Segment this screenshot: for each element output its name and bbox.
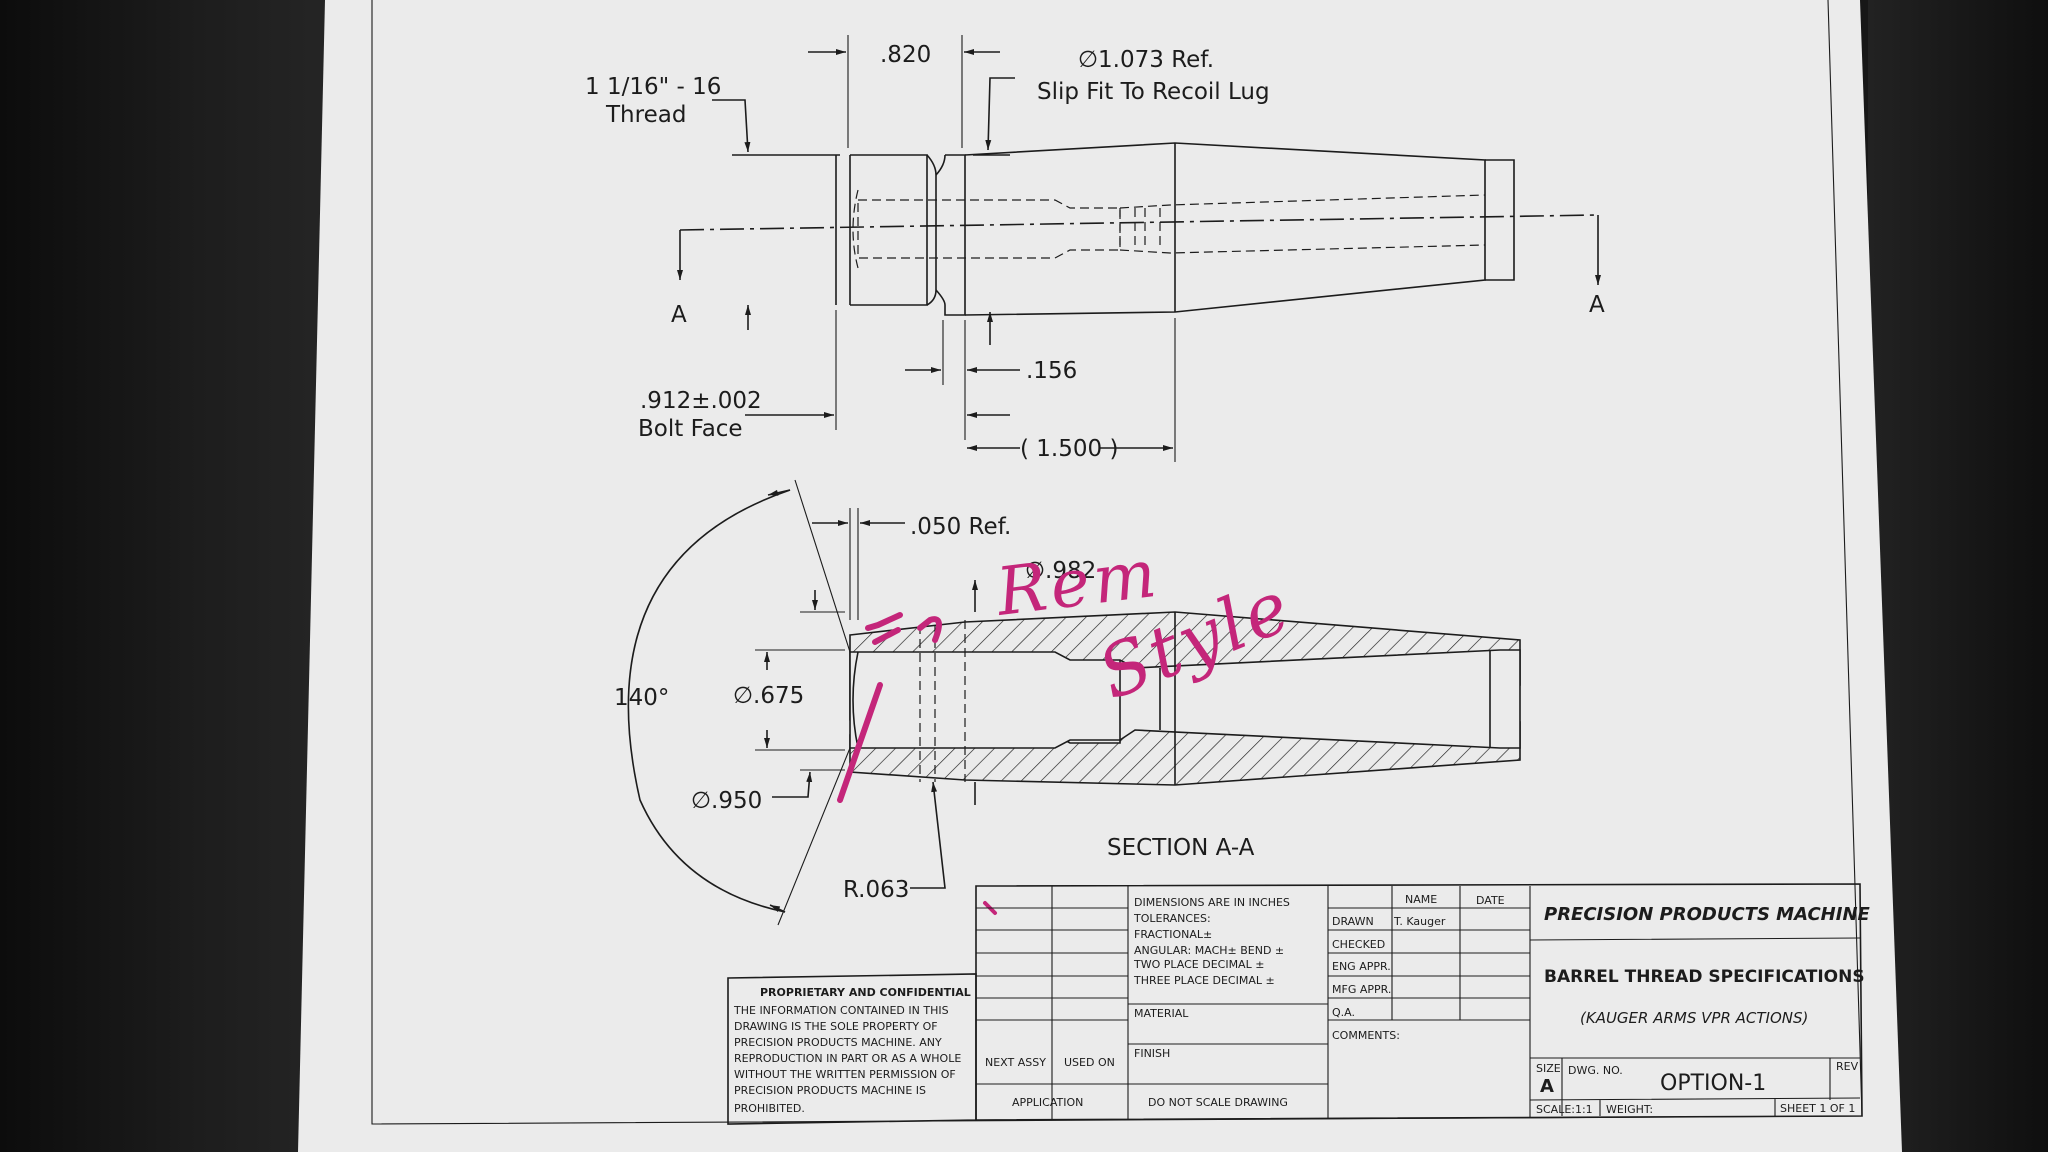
weight-label: WEIGHT: — [1606, 1103, 1653, 1116]
dim-156-label: .156 — [1026, 358, 1077, 384]
thread-label-line1: 1 1/16" - 16 — [585, 74, 721, 100]
sheet-count: SHEET 1 OF 1 — [1780, 1102, 1855, 1115]
dwg-no-label: DWG. NO. — [1568, 1064, 1623, 1077]
rev-label: REV — [1836, 1060, 1859, 1073]
section-mark-right: A — [1589, 292, 1605, 318]
dim-675-label: ∅.675 — [733, 683, 804, 709]
paper-sheet — [298, 0, 1902, 1152]
radius-063-label: R.063 — [843, 877, 909, 903]
background-left — [0, 0, 330, 1152]
mfg-approval-label: MFG APPR. — [1332, 983, 1391, 996]
company-name: PRECISION PRODUCTS MACHINE — [1544, 904, 1871, 925]
drawing-title: BARREL THREAD SPECIFICATIONS — [1544, 967, 1865, 987]
proprietary-line: REPRODUCTION IN PART OR AS A WHOLE — [734, 1052, 961, 1065]
thread-label-line2: Thread — [605, 102, 686, 128]
dim-1500-label: ( 1.500 ) — [1020, 436, 1118, 462]
sheet-size-value: A — [1540, 1076, 1554, 1097]
proprietary-box: PROPRIETARY AND CONFIDENTIAL THE INFORMA… — [727, 973, 977, 1125]
dwg-no-value: OPTION-1 — [1660, 1071, 1766, 1096]
angular-tolerance: ANGULAR: MACH± BEND ± — [1134, 944, 1284, 957]
title-block — [975, 883, 1863, 1121]
finish-label: FINISH — [1134, 1047, 1170, 1060]
top-view — [677, 35, 1601, 462]
material-label: MATERIAL — [1134, 1007, 1189, 1020]
do-not-scale-note: DO NOT SCALE DRAWING — [1148, 1096, 1288, 1109]
slip-fit-label: Slip Fit To Recoil Lug — [1037, 79, 1270, 105]
dim-982-label: ∅.982 — [1025, 558, 1096, 584]
section-mark-left: A — [671, 302, 687, 328]
dim-050-label: .050 Ref. — [910, 514, 1011, 540]
date-column-header: DATE — [1476, 894, 1505, 907]
section-title: SECTION A-A — [1107, 835, 1255, 861]
dim-820-label: .820 — [880, 42, 931, 68]
proprietary-line: PROHIBITED. — [734, 1102, 805, 1115]
two-place-tolerance: TWO PLACE DECIMAL ± — [1133, 958, 1264, 971]
section-view — [627, 479, 1521, 926]
dimensions-note: DIMENSIONS ARE IN INCHES — [1134, 896, 1290, 909]
size-label: SIZE — [1536, 1062, 1561, 1075]
proprietary-line: PRECISION PRODUCTS MACHINE IS — [734, 1084, 926, 1097]
eng-approval-label: ENG APPR. — [1332, 960, 1391, 973]
name-column-header: NAME — [1405, 893, 1437, 906]
drawn-by-name: T. Kauger — [1393, 915, 1446, 928]
scale-value: SCALE:1:1 — [1536, 1103, 1593, 1116]
checked-row-label: CHECKED — [1332, 938, 1385, 951]
application-label: APPLICATION — [1012, 1096, 1083, 1109]
background-right — [1868, 0, 2048, 1152]
proprietary-line: WITHOUT THE WRITTEN PERMISSION OF — [734, 1068, 956, 1081]
angle-140-label: 140° — [614, 685, 669, 711]
proprietary-line: THE INFORMATION CONTAINED IN THIS — [733, 1004, 949, 1017]
comments-label: COMMENTS: — [1332, 1029, 1400, 1042]
proprietary-line: PRECISION PRODUCTS MACHINE. ANY — [734, 1036, 942, 1049]
next-assy-label: NEXT ASSY — [985, 1056, 1046, 1069]
proprietary-line: DRAWING IS THE SOLE PROPERTY OF — [734, 1020, 938, 1033]
fractional-tolerance: FRACTIONAL± — [1134, 928, 1212, 941]
drawing-subtitle: (KAUGER ARMS VPR ACTIONS) — [1580, 1009, 1808, 1027]
qa-row-label: Q.A. — [1332, 1006, 1355, 1019]
dim-950-label: ∅.950 — [691, 788, 762, 814]
bolt-face-label: Bolt Face — [638, 416, 743, 442]
slip-fit-diameter-label: ∅1.073 Ref. — [1078, 47, 1214, 73]
tolerances-label: TOLERANCES: — [1133, 912, 1211, 925]
used-on-label: USED ON — [1064, 1056, 1115, 1069]
drawn-row-label: DRAWN — [1332, 915, 1374, 928]
three-place-tolerance: THREE PLACE DECIMAL ± — [1133, 974, 1275, 987]
proprietary-heading: PROPRIETARY AND CONFIDENTIAL — [760, 986, 971, 999]
bolt-face-dimension: .912±.002 — [640, 388, 762, 414]
